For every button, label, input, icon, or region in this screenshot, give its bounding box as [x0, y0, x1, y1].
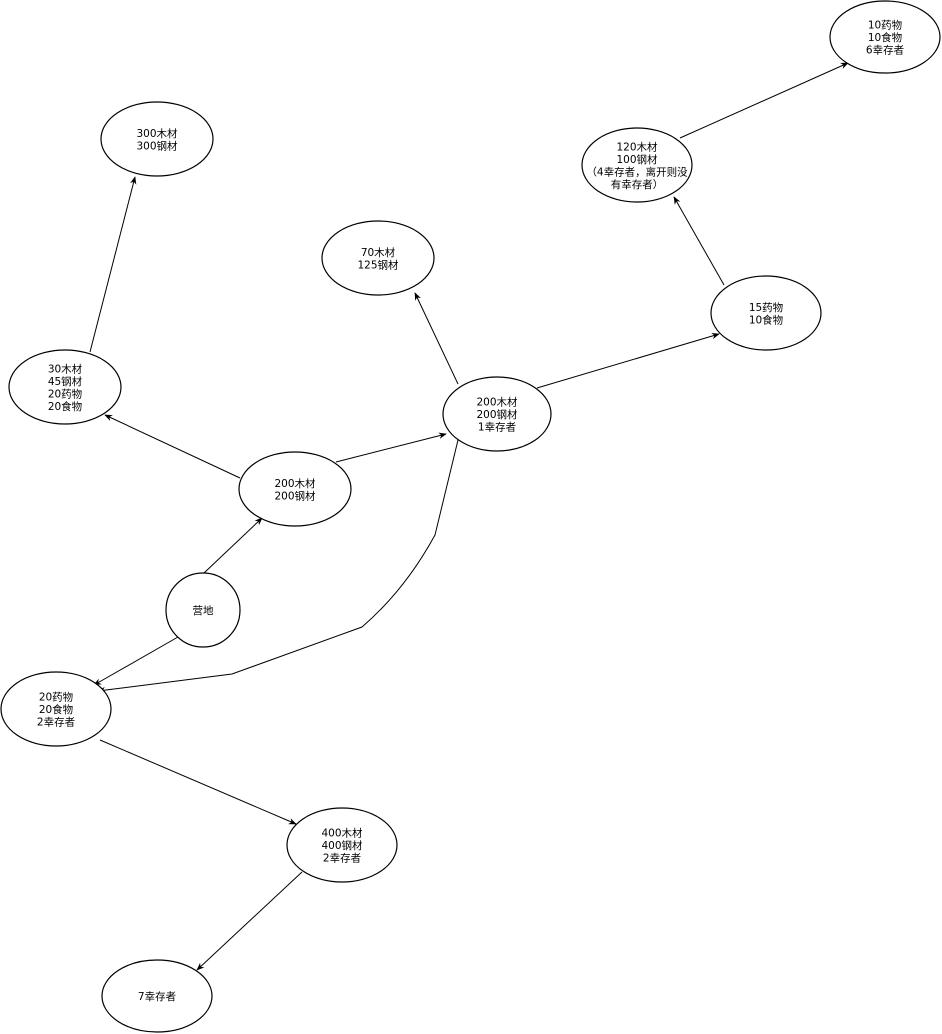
node-n9-line: 20药物 — [39, 691, 73, 704]
node-n11[interactable]: 7幸存者 — [101, 959, 213, 1033]
edge-n1-to-n4 — [335, 432, 447, 463]
node-n7-line: 100钢材 — [616, 153, 658, 166]
edge-camp-to-n9 — [93, 636, 179, 686]
node-n10-line: 400钢材 — [321, 839, 363, 852]
node-n9-line: 20食物 — [39, 703, 73, 716]
node-n7-line: 120木材 — [616, 140, 658, 153]
node-n6-line: 15药物 — [749, 301, 783, 314]
edges — [89, 62, 849, 971]
node-camp-label: 营地 — [193, 604, 214, 617]
edge-n10-to-n11 — [196, 871, 303, 971]
node-n7-line: 有幸存者） — [611, 178, 664, 191]
edge-camp-to-n1 — [203, 517, 263, 574]
edge-n1-to-n2 — [104, 414, 241, 479]
node-n2-line: 45钢材 — [48, 375, 83, 388]
node-n4-line: 200钢材 — [476, 408, 518, 421]
node-n2-line: 20药物 — [48, 387, 82, 400]
node-n7-line: （4幸存者，离开则没 — [586, 165, 688, 178]
edge-n7-to-n8 — [679, 62, 849, 139]
node-n11-label: 7幸存者 — [138, 990, 176, 1003]
node-n10-line: 2幸存者 — [323, 852, 361, 865]
edge-n2-to-n3 — [89, 176, 137, 353]
edge-n9-to-n10 — [99, 739, 297, 825]
node-n8-line: 10药物 — [868, 19, 902, 32]
edge-n6-to-n7 — [673, 196, 725, 286]
node-camp[interactable]: 营地 — [165, 572, 241, 648]
edge-n4-to-n6 — [536, 332, 720, 389]
node-n8-line: 10食物 — [868, 31, 902, 44]
edge-n4-to-n9 — [97, 439, 459, 694]
node-n9-line: 2幸存者 — [37, 716, 75, 729]
node-n11-line: 7幸存者 — [138, 990, 176, 1003]
node-n2-line: 30木材 — [48, 362, 83, 375]
node-camp-line: 营地 — [193, 604, 214, 617]
node-n5-line: 125钢材 — [357, 258, 399, 271]
node-n2-line: 20食物 — [48, 400, 82, 413]
node-n10-line: 400木材 — [321, 827, 363, 840]
node-n8-line: 6幸存者 — [866, 44, 904, 57]
node-n4-line: 1幸存者 — [478, 421, 516, 434]
node-n3-line: 300木材 — [136, 127, 178, 140]
node-n6-line: 10食物 — [749, 313, 783, 326]
node-n4-line: 200木材 — [476, 396, 518, 409]
node-n5-line: 70木材 — [361, 246, 396, 259]
node-n1-line: 200木材 — [274, 477, 316, 490]
node-n3-line: 300钢材 — [136, 139, 178, 152]
node-n1-line: 200钢材 — [274, 489, 316, 502]
edge-n4-to-n5 — [414, 292, 459, 385]
